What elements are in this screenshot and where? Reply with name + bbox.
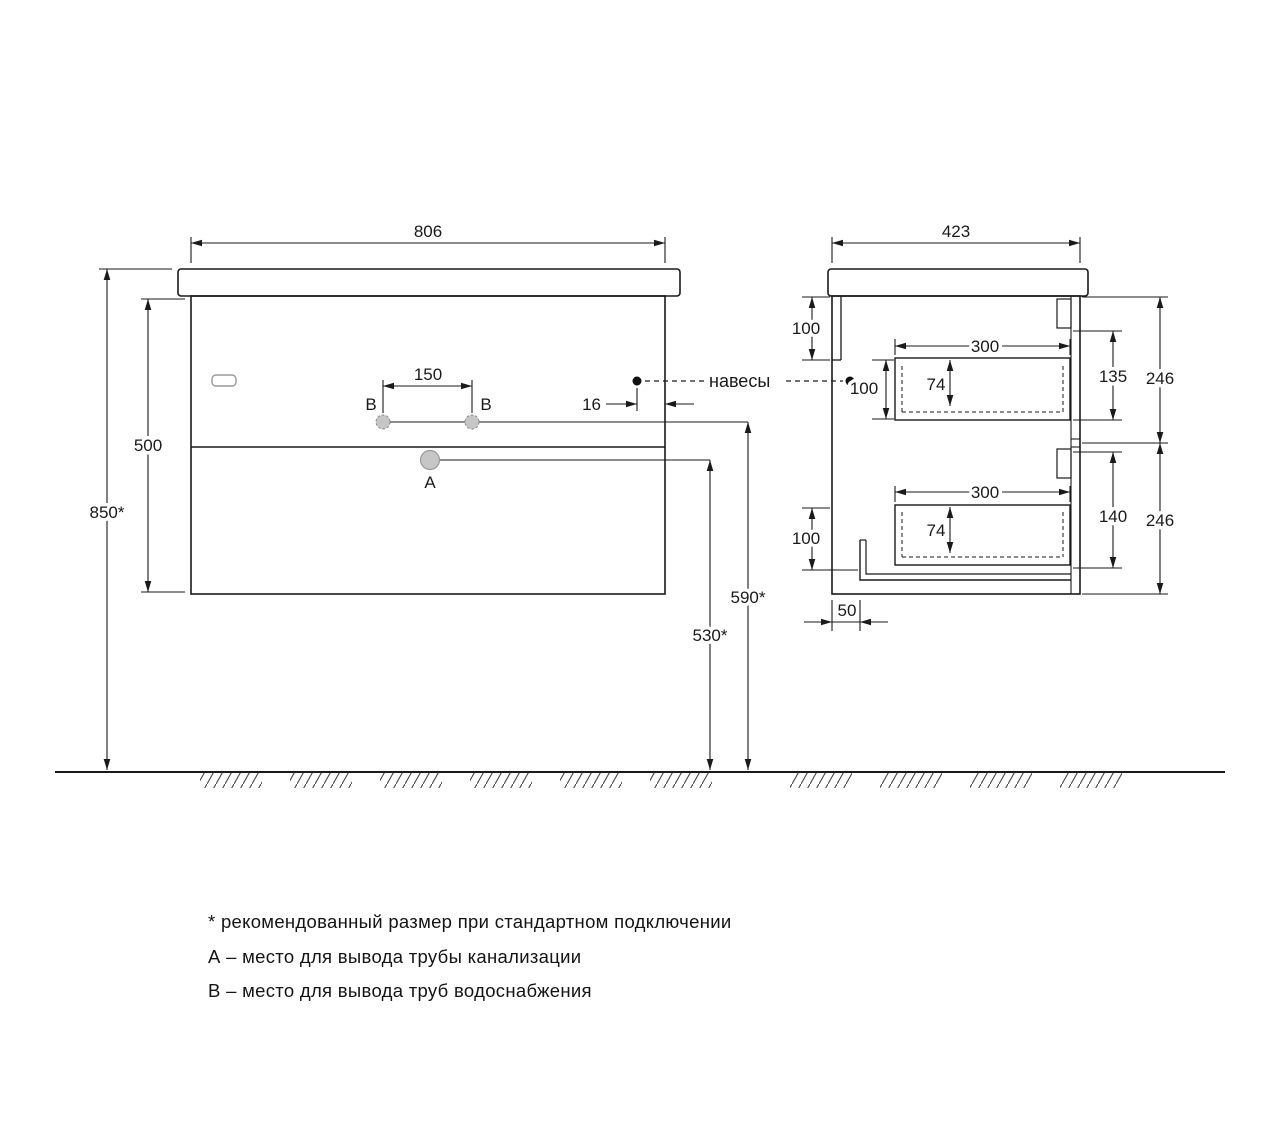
bottom-panel-inner <box>865 540 1071 575</box>
dim-lower-front-height-value: 140 <box>1099 507 1127 526</box>
dim-upper-front-height: 135 <box>1073 330 1131 421</box>
dim-hanger-drop-value: 100 <box>850 379 878 398</box>
side-hanger-dot <box>845 376 855 386</box>
bottom-panel-outer <box>859 540 1071 581</box>
front-hanger-dot <box>632 376 642 386</box>
floor <box>55 771 1225 788</box>
hangers-leader: навесы <box>645 368 855 394</box>
legend-marker-a: А – место для вывода трубы канализации <box>208 946 581 967</box>
hangers-label: навесы <box>709 371 770 391</box>
front-countertop <box>177 268 681 297</box>
dim-bottom-clearance-value: 100 <box>792 529 820 548</box>
dim-hanger-drop: 100 <box>846 359 894 420</box>
dim-upper-section-height: 246 <box>1082 296 1178 444</box>
dim-bottom-clearance: 100 <box>788 507 858 571</box>
dim-upper-front-height-value: 135 <box>1099 367 1127 386</box>
dim-upper-drawer-inner-height-value: 74 <box>927 375 946 394</box>
marker-b-right: B <box>480 395 491 414</box>
dim-front-width: 806 <box>190 219 666 263</box>
dim-back-rail-height: 100 <box>788 296 830 361</box>
dim-mounting-height: 850* <box>86 268 172 770</box>
dim-lower-section-height: 246 <box>1082 443 1178 595</box>
dim-back-rail-height-value: 100 <box>792 319 820 338</box>
dim-lower-drawer-inner-height-value: 74 <box>927 521 946 540</box>
drain-hole <box>419 449 441 471</box>
front-cabinet-body <box>190 295 666 595</box>
water-hole-left <box>375 414 391 430</box>
dim-front-width-value: 806 <box>414 222 442 241</box>
dim-hanger-edge-offset: 16 <box>579 388 694 418</box>
dim-water-outlet-height: 590* <box>727 422 769 770</box>
middle-front-bracket <box>1056 448 1072 479</box>
front-view <box>177 268 748 595</box>
upper-front-bracket <box>1056 298 1072 329</box>
dim-lower-front-height: 140 <box>1073 451 1131 569</box>
front-view-markers: B B A <box>365 395 491 492</box>
dim-plinth-inset-value: 50 <box>838 601 857 620</box>
marker-a: A <box>424 473 436 492</box>
marker-b-left: B <box>365 395 376 414</box>
front-dimensions: 806 500 850* 150 16 590* 53 <box>86 219 769 770</box>
floor-hatching <box>200 773 1122 788</box>
dim-mounting-height-value: 850* <box>90 503 125 522</box>
dim-lower-section-height-value: 246 <box>1146 511 1174 530</box>
dim-depth-value: 423 <box>942 222 970 241</box>
dim-lower-drawer-inner-height: 74 <box>923 507 954 553</box>
side-countertop <box>827 268 1089 297</box>
legend-note: * рекомендованный размер при стандартном… <box>208 911 732 932</box>
side-cabinet-body <box>831 295 1081 595</box>
side-view <box>827 268 1089 595</box>
legend-marker-b: В – место для вывода труб водоснабжения <box>208 980 592 1001</box>
dim-drain-outlet-height-value: 530* <box>693 626 728 645</box>
left-hanger-adjuster <box>211 374 237 387</box>
upper-drawer-box <box>894 357 1071 421</box>
water-hole-right <box>464 414 480 430</box>
lower-drawer-hidden-edges <box>901 512 1064 558</box>
dim-drain-outlet-height: 530* <box>689 460 731 770</box>
dim-water-outlet-height-value: 590* <box>731 588 766 607</box>
side-dimensions: 423 100 100 300 74 135 246 <box>788 219 1178 631</box>
dim-upper-drawer-depth: 300 <box>894 334 1071 360</box>
upper-drawer-hidden-edges <box>901 366 1064 413</box>
dim-upper-drawer-inner-height: 74 <box>923 360 954 406</box>
dim-lower-drawer-depth: 300 <box>894 480 1071 506</box>
dim-body-height-value: 500 <box>134 436 162 455</box>
dim-hole-spacing: 150 <box>382 362 473 413</box>
lower-drawer-box <box>894 504 1071 566</box>
dim-upper-drawer-depth-value: 300 <box>971 337 999 356</box>
legend: * рекомендованный размер при стандартном… <box>208 911 732 1001</box>
dim-hole-spacing-value: 150 <box>414 365 442 384</box>
dim-plinth-inset: 50 <box>804 598 888 631</box>
dim-depth: 423 <box>831 219 1081 263</box>
dim-hanger-edge-offset-value: 16 <box>582 395 601 414</box>
dim-upper-section-height-value: 246 <box>1146 369 1174 388</box>
dim-body-height: 500 <box>130 298 185 593</box>
dim-lower-drawer-depth-value: 300 <box>971 483 999 502</box>
